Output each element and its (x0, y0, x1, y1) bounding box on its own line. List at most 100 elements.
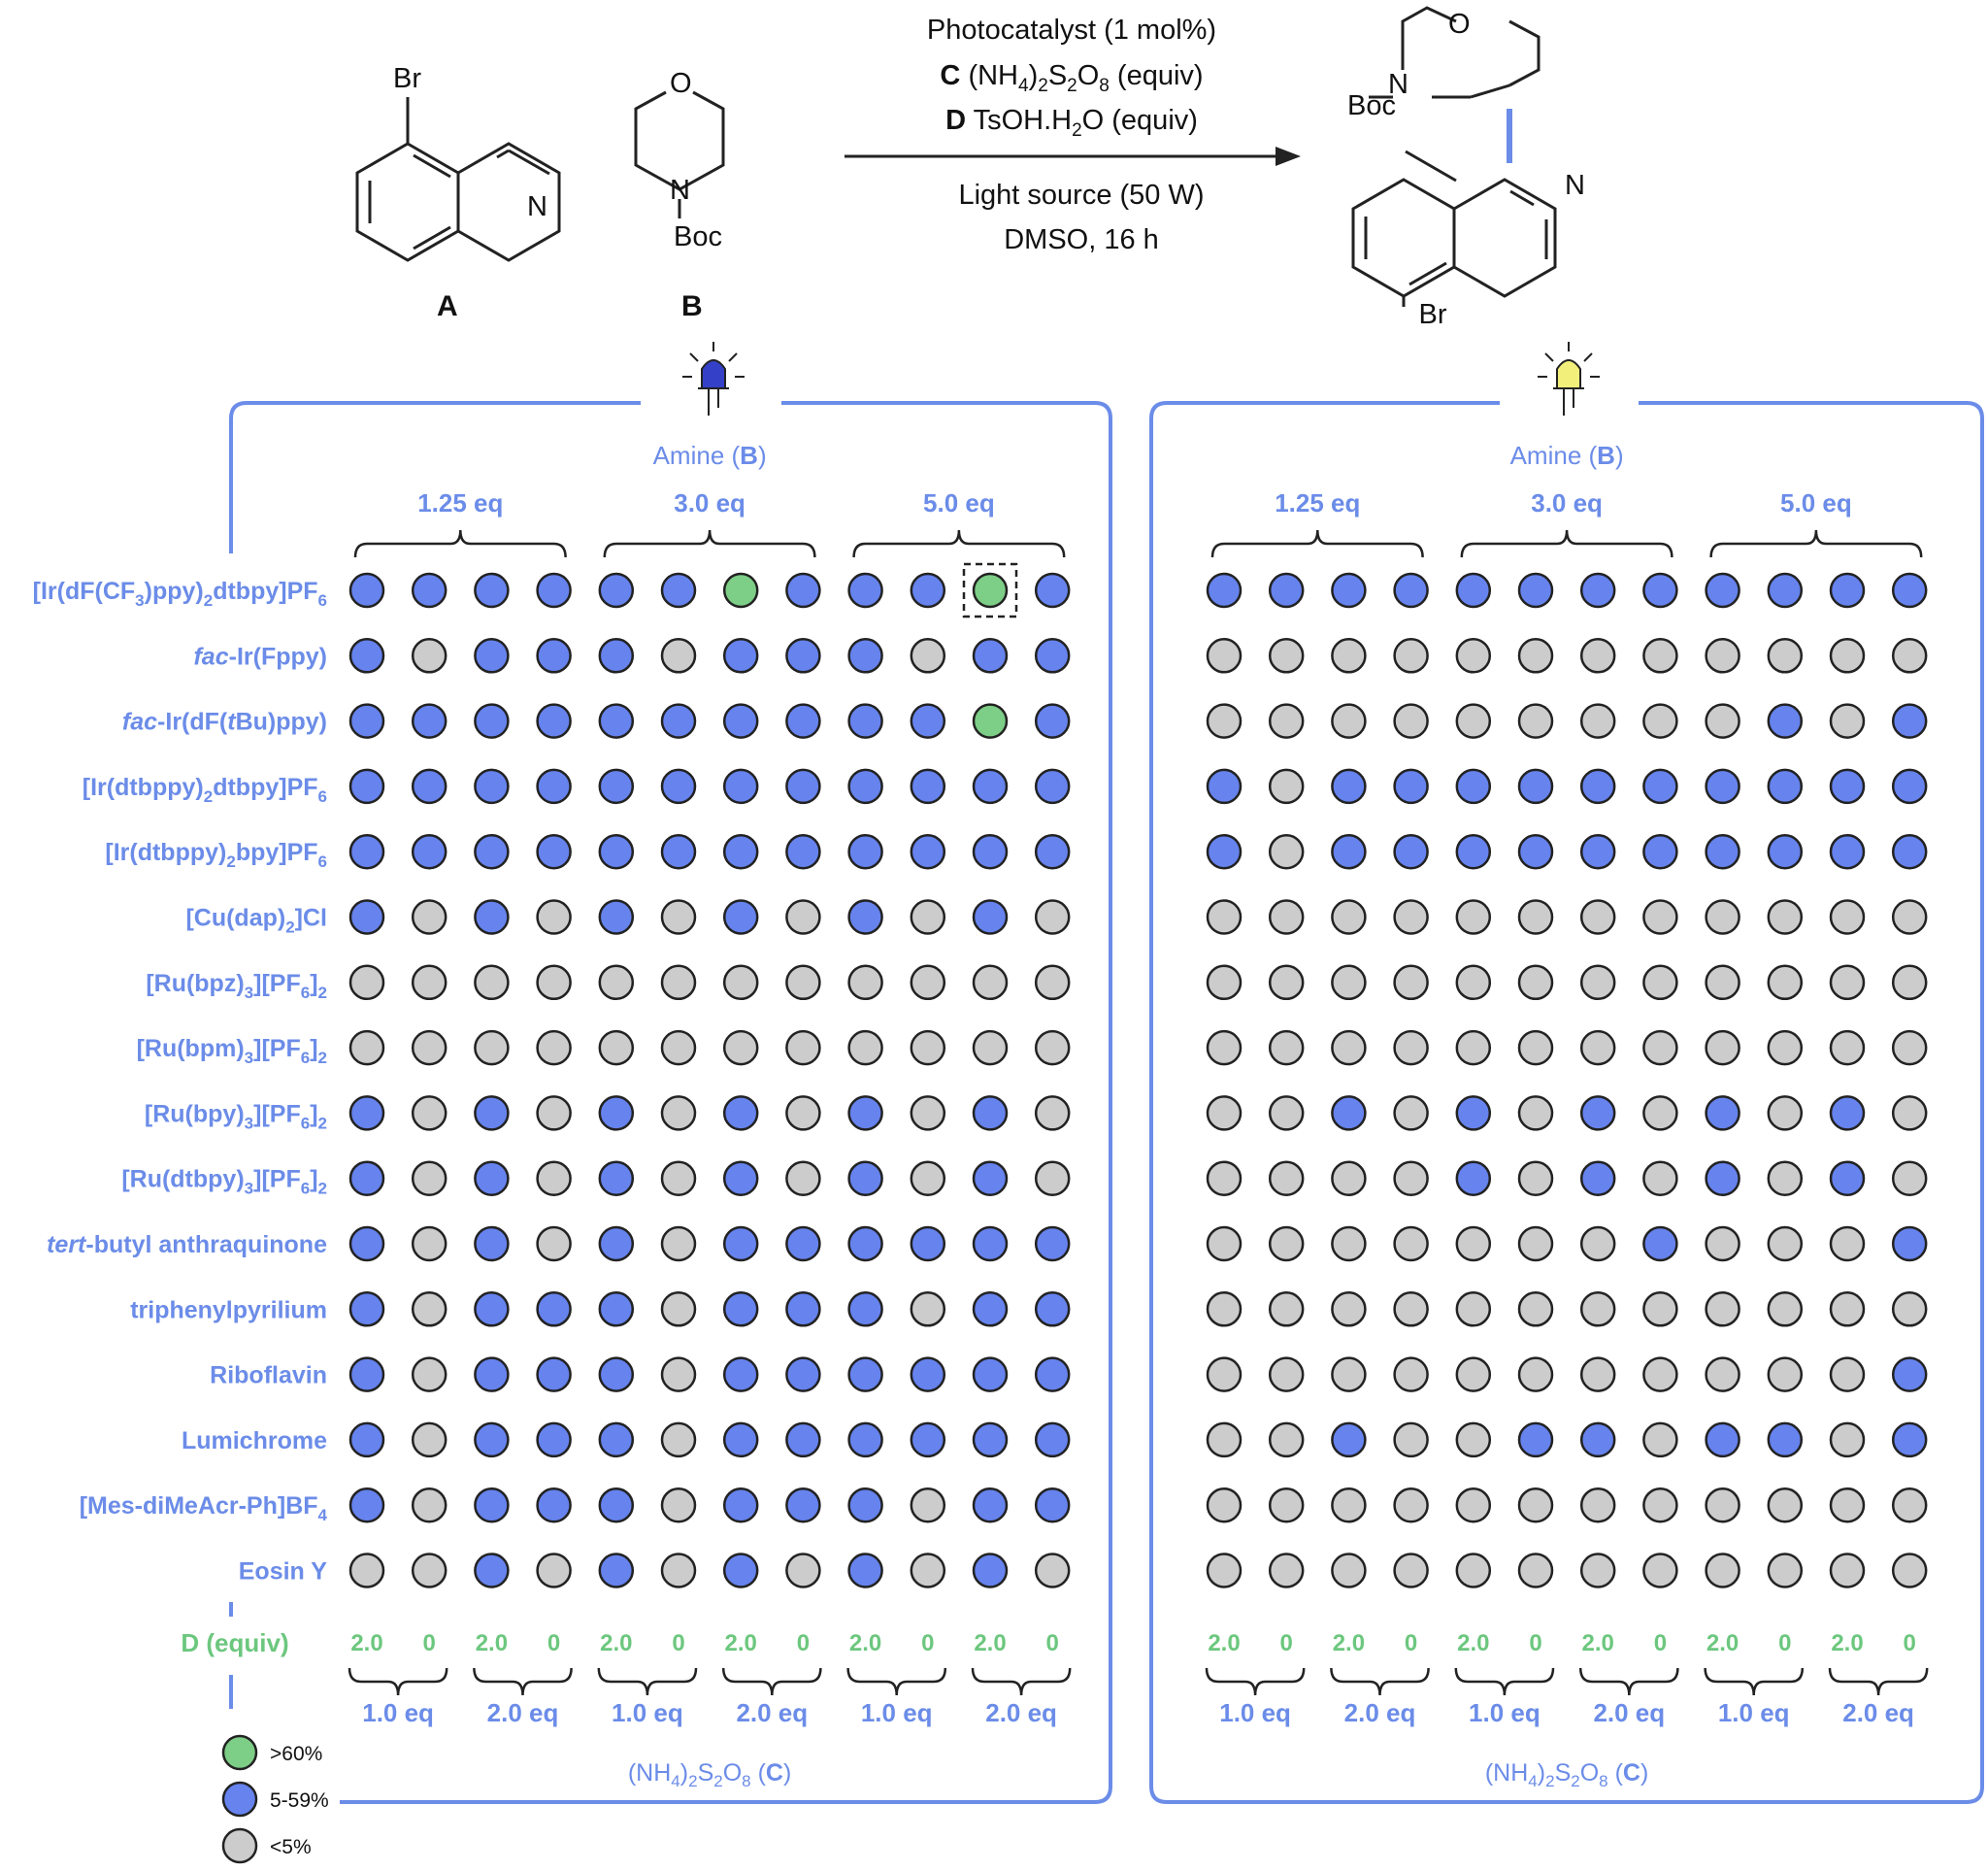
d-equiv-value: 0 (423, 1630, 436, 1656)
result-dot (1268, 638, 1305, 674)
catalyst-label: [Ru(bpz)3][PF6]2 (146, 970, 327, 1002)
result-dot (1206, 964, 1242, 1001)
result-dot (1767, 1553, 1804, 1588)
result-dot (660, 899, 697, 935)
result-dot (1268, 833, 1305, 870)
result-dot (660, 1291, 697, 1327)
reactant-a-structure (355, 97, 561, 262)
result-dot (1268, 1421, 1305, 1458)
result-dot (411, 833, 447, 870)
amine-group-label: 1.25 eq (417, 488, 503, 518)
result-dot (722, 833, 759, 870)
result-dot (1579, 1095, 1616, 1131)
result-dot (910, 1356, 946, 1392)
lamp-blue-icon (682, 342, 745, 416)
result-dot (1579, 768, 1616, 805)
amine-group-brace (1460, 529, 1673, 558)
legend: >60%5-59%<5% (221, 1734, 329, 1864)
result-dot (722, 1487, 759, 1523)
result-dot (785, 1095, 821, 1131)
result-dot (972, 1291, 1009, 1327)
result-dot (598, 1160, 635, 1196)
d-equiv-value: 0 (1778, 1630, 1791, 1656)
d-equiv-value: 2.0 (849, 1630, 881, 1656)
result-dot (536, 1421, 572, 1458)
product-br: Br (1419, 299, 1447, 330)
product-structure (1351, 6, 1557, 307)
result-dot (411, 1553, 447, 1588)
result-dot (1705, 1225, 1740, 1262)
result-dot (1331, 1291, 1367, 1327)
result-dot (1393, 1553, 1429, 1588)
d-equiv-value: 2.0 (600, 1630, 632, 1656)
result-dot (1767, 1421, 1804, 1458)
catalyst-label: [Ru(dtbpy)3][PF6]2 (121, 1166, 327, 1198)
catalyst-label: [Ru(bpy)3][PF6]2 (145, 1100, 327, 1132)
result-dot (411, 703, 447, 739)
c-group-label: 1.0 eq (1469, 1698, 1541, 1727)
result-dot (1767, 1160, 1804, 1196)
result-dot (536, 1029, 572, 1066)
c-group-label: 1.0 eq (612, 1698, 683, 1727)
condition-line-3: D TsOH.H2O (equiv) (945, 105, 1198, 141)
amine-group-brace (852, 529, 1066, 558)
result-dot (910, 1553, 946, 1588)
result-dot (1517, 1095, 1554, 1131)
result-dot (1206, 899, 1242, 935)
c-axis-title: (NH4)2S2O8 (C) (628, 1759, 791, 1790)
result-dot (1767, 1225, 1804, 1262)
result-dot (1891, 638, 1928, 674)
result-dot (474, 1095, 510, 1131)
result-dot (910, 1225, 946, 1262)
result-dot (660, 1095, 697, 1131)
result-dot (536, 572, 572, 609)
result-dot (847, 1029, 883, 1066)
result-dot (1767, 768, 1804, 805)
result-dot (785, 1553, 821, 1588)
result-dot (411, 768, 447, 805)
result-dot (598, 638, 635, 674)
result-dot (1642, 1356, 1678, 1392)
result-dot (474, 964, 510, 1001)
d-equiv-value: 0 (1405, 1630, 1417, 1656)
result-dot (536, 638, 572, 674)
result-dot (1579, 1487, 1616, 1523)
result-dot (536, 1356, 572, 1392)
result-dot (1034, 899, 1071, 935)
result-dot (1705, 572, 1740, 609)
result-dot (1393, 1487, 1429, 1523)
result-dot (722, 1291, 759, 1327)
result-dot (1642, 572, 1678, 609)
reactant-a-label: A (437, 290, 458, 322)
result-dot (1517, 638, 1554, 674)
result-dot (1767, 833, 1804, 870)
result-dot (972, 1487, 1009, 1523)
result-dot (1891, 1225, 1928, 1262)
result-dot (348, 899, 385, 935)
result-dot (785, 1487, 821, 1523)
result-dot (1642, 1421, 1678, 1458)
condition-line-2: C (NH4)2S2O8 (equiv) (940, 60, 1203, 96)
amine-group-brace (1210, 529, 1424, 558)
result-dot (972, 899, 1009, 935)
result-dot (660, 768, 697, 805)
result-dot (598, 572, 635, 609)
product-isoquinoline-n: N (1565, 170, 1585, 201)
result-dot (1829, 1029, 1866, 1066)
result-dot (1705, 964, 1740, 1001)
result-dot (474, 1421, 510, 1458)
result-dot (1034, 1356, 1071, 1392)
d-equiv-value: 2.0 (1208, 1630, 1240, 1656)
result-dot (1455, 638, 1492, 674)
result-dot (536, 964, 572, 1001)
result-dot (910, 899, 946, 935)
d-equiv-value: 0 (1280, 1630, 1293, 1656)
result-dot (722, 1160, 759, 1196)
legend-swatch (221, 1781, 258, 1818)
result-dot (1393, 1291, 1429, 1327)
result-dot (1517, 964, 1554, 1001)
result-dot (598, 1291, 635, 1327)
c-group-brace (1454, 1667, 1555, 1696)
result-dot (1034, 1291, 1071, 1327)
result-dot (1206, 638, 1242, 674)
